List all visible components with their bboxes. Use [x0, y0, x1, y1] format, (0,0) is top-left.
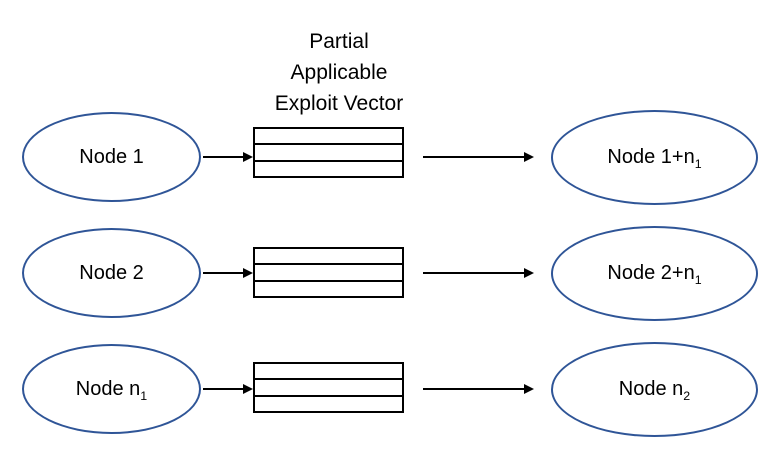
arrow-node2-to-vector [203, 267, 253, 279]
exploit-vector-box [253, 362, 404, 413]
arrow-line [423, 272, 524, 274]
vector-cell [255, 263, 402, 279]
vector-cell [255, 129, 402, 143]
vector-cell [255, 364, 402, 378]
node-1-ellipse: Node 1 [22, 112, 201, 202]
node-label: Node 2+n1 [607, 262, 702, 287]
title-line: Exploit Vector [274, 92, 404, 115]
arrow-vector-to-node2n1 [423, 267, 534, 279]
vector-cell [255, 279, 402, 296]
node-n2-ellipse: Node n2 [551, 342, 758, 437]
arrow-head [524, 268, 534, 278]
arrow-head [243, 384, 253, 394]
vector-cell [255, 143, 402, 159]
arrow-line [423, 156, 524, 158]
vector-cell [255, 249, 402, 263]
exploit-vector-box [253, 127, 404, 178]
arrow-line [203, 388, 243, 390]
arrow-noden1-to-vector [203, 383, 253, 395]
node-label: Node 1+n1 [607, 146, 702, 171]
title-line: Partial [309, 30, 369, 53]
arrow-line [423, 388, 524, 390]
exploit-vector-box [253, 247, 404, 298]
node-label: Node n1 [75, 377, 148, 403]
vector-cell [255, 378, 402, 394]
arrow-head [243, 268, 253, 278]
arrow-vector-to-noden2 [423, 383, 534, 395]
node-label: Node 1 [79, 145, 144, 168]
node-label: Node 2 [79, 261, 144, 284]
node-2-plus-n1-ellipse: Node 2+n1 [551, 226, 758, 321]
node-1-plus-n1-ellipse: Node 1+n1 [551, 110, 758, 205]
vector-cell [255, 159, 402, 176]
node-2-ellipse: Node 2 [22, 228, 201, 318]
arrow-head [243, 152, 253, 162]
arrow-head [524, 152, 534, 162]
arrow-line [203, 272, 243, 274]
title-line: Applicable [290, 61, 388, 84]
node-label: Node n2 [618, 378, 691, 403]
arrow-node1-to-vector [203, 151, 253, 163]
arrow-line [203, 156, 243, 158]
vector-cell [255, 394, 402, 411]
diagram-title: Partial Applicable Exploit Vector [229, 26, 449, 119]
arrow-head [524, 384, 534, 394]
arrow-vector-to-node1n1 [423, 151, 534, 163]
node-n1-ellipse: Node n1 [22, 344, 201, 434]
